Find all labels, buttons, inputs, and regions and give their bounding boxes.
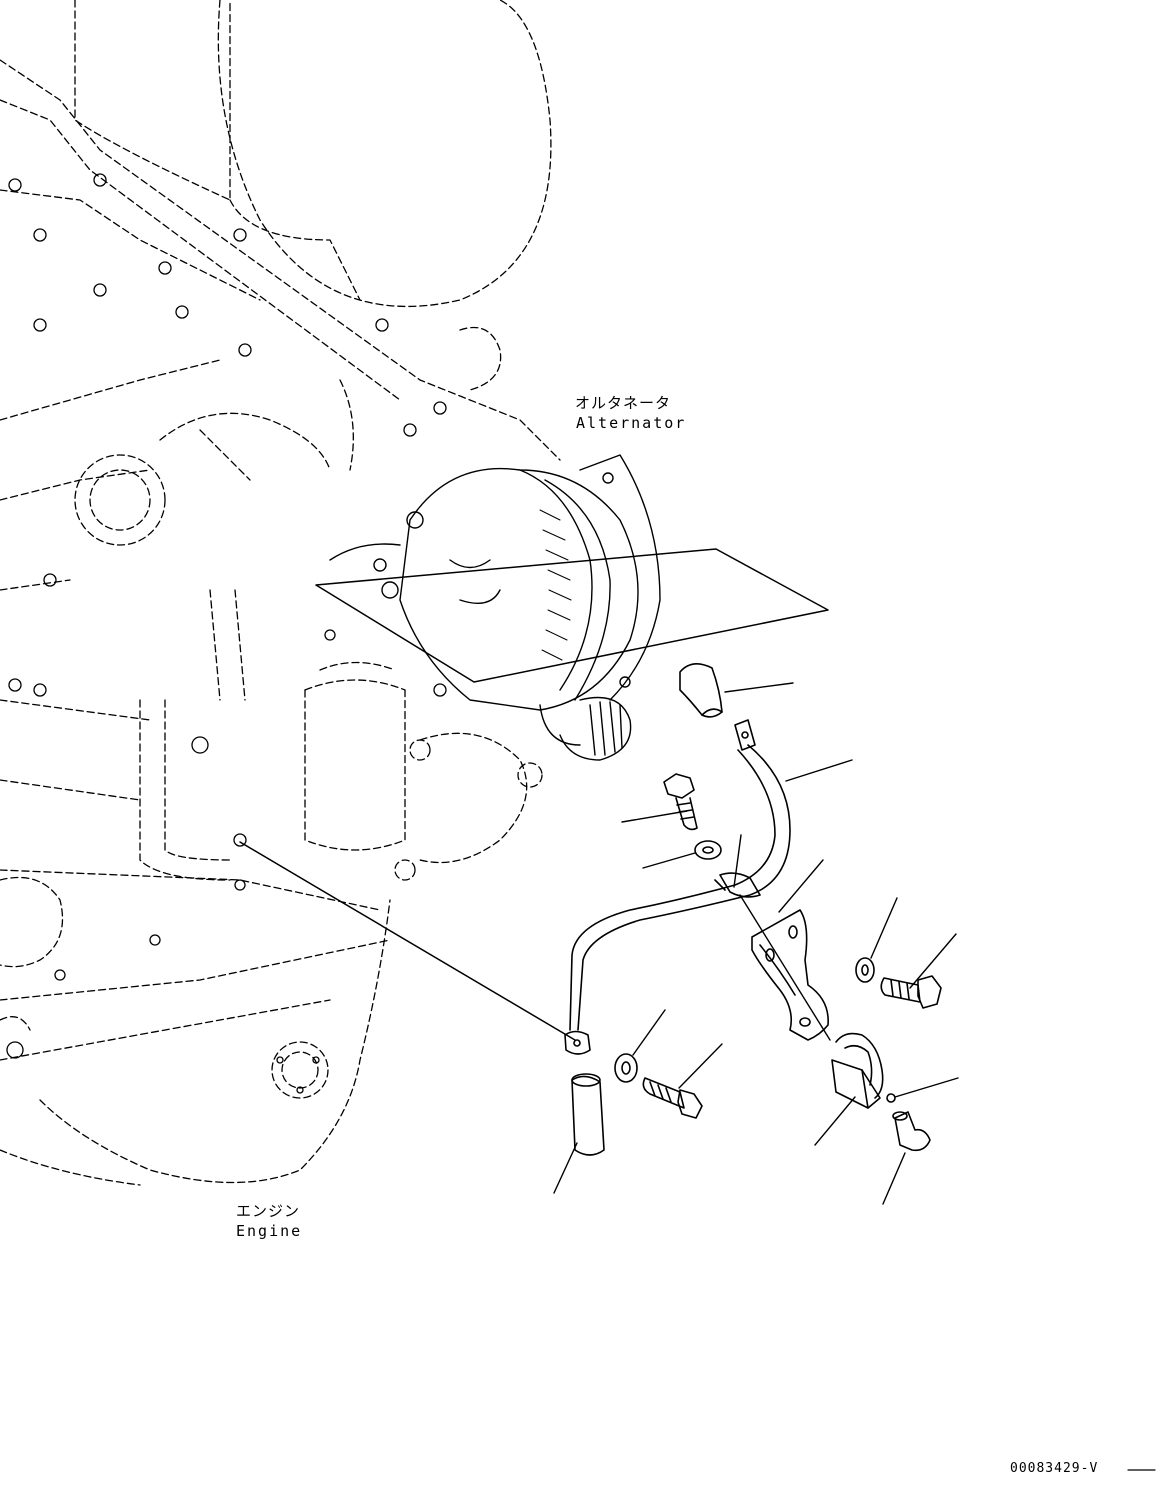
hose-clamp [831,1032,884,1109]
engine-leader-line [239,841,576,1041]
small-nut [886,1093,896,1103]
alternator-body [329,454,661,761]
engine-outline [0,0,561,1186]
terminal-boot-upper [679,663,723,718]
alternator-grille [539,509,572,661]
bolt-right [880,975,942,1009]
bolt-upper [663,773,698,831]
mounting-bracket [751,909,829,1041]
alternator-callout-box [315,548,829,683]
terminal-boot-lower [571,1073,605,1156]
washer-upper [694,840,722,860]
drawing-code: 00083429-V [1010,1461,1099,1476]
engine-label-en: Engine [236,1222,303,1240]
alternator-label-jp: オルタネータ [575,394,672,412]
engine-label-jp: エンジン [236,1202,301,1220]
washer-lower [614,1053,638,1083]
part-leader-lines [553,682,959,1205]
elbow-fitting [892,1111,931,1152]
ground-cable [564,719,791,1055]
alternator-label-en: Alternator [576,414,687,432]
bolt-lower [642,1077,703,1119]
engine-bolts [6,173,447,1094]
washer-right [855,957,875,983]
